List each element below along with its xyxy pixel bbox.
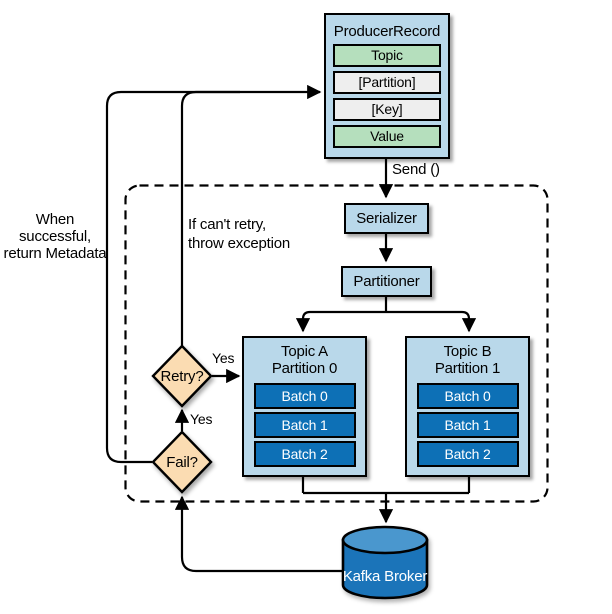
batch-row: Batch 1 <box>416 412 519 438</box>
topic-b-batches: Batch 0 Batch 1 Batch 2 <box>416 383 519 470</box>
yes-label-retry-to-topic: Yes <box>212 350 235 366</box>
topic-a-batches: Batch 0 Batch 1 Batch 2 <box>253 383 356 470</box>
producer-dashed-container <box>124 184 549 503</box>
fail-diamond <box>151 430 213 494</box>
yes-label-fail-to-retry: Yes <box>190 411 213 427</box>
topic-b-partition-box: Topic B Partition 1 Batch 0 Batch 1 Batc… <box>405 336 530 477</box>
field-topic: Topic <box>333 44 441 67</box>
retry-diamond <box>151 344 213 408</box>
batch-row: Batch 0 <box>253 383 356 409</box>
field-value: Value <box>333 125 441 148</box>
topic-a-partition-box: Topic A Partition 0 Batch 0 Batch 1 Batc… <box>242 336 367 477</box>
producer-record-fields: Topic [Partition] [Key] Value <box>333 44 441 148</box>
batch-row: Batch 2 <box>253 441 356 467</box>
kafka-broker-cylinder <box>341 525 429 600</box>
kafka-broker-label: Kafka Broker <box>342 568 428 585</box>
retry-diamond-label: Retry? <box>160 368 204 385</box>
connector-success-metadata <box>105 84 322 464</box>
producer-record-box: ProducerRecord Topic [Partition] [Key] V… <box>324 13 450 159</box>
connector-broker-fail <box>174 495 343 573</box>
note-throw-exception: If can't retry, throw exception <box>188 216 291 252</box>
batch-row: Batch 2 <box>416 441 519 467</box>
field-key: [Key] <box>333 98 441 121</box>
topic-a-title: Topic A Partition 0 <box>271 343 338 377</box>
field-partition: [Partition] <box>333 71 441 94</box>
fail-diamond-label: Fail? <box>166 454 198 471</box>
serializer-box: Serializer <box>344 203 429 234</box>
note-success-metadata: When successful, return Metadata <box>3 211 107 262</box>
batch-row: Batch 1 <box>253 412 356 438</box>
batch-row: Batch 0 <box>416 383 519 409</box>
connector-partitioner-branch <box>295 310 477 333</box>
topic-b-title: Topic B Partition 1 <box>434 343 501 377</box>
send-label: Send () <box>392 161 440 178</box>
connector-throw-exception <box>180 90 240 347</box>
connector-topics-merge <box>301 477 471 522</box>
producer-record-title: ProducerRecord <box>333 23 441 40</box>
partitioner-box: Partitioner <box>341 266 432 297</box>
